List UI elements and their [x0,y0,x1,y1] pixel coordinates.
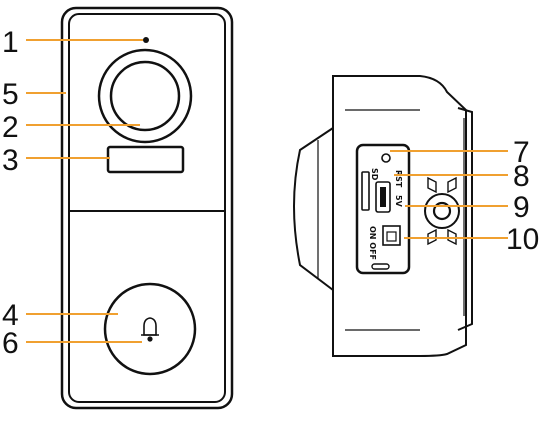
port-panel [355,143,411,275]
front-view [60,6,234,410]
mount-bracket [457,107,473,331]
front-panel [68,13,226,403]
label-on-off: ON OFF [368,226,377,260]
front-leader-lines [26,39,143,343]
outer-housing [60,6,234,410]
callout-6: 6 [2,327,19,360]
label-sd: SD [370,168,379,181]
side-view [293,75,473,357]
sd-slot [361,171,370,211]
power-switch [382,225,401,246]
side-front-bulge [293,127,334,291]
callout-3: 3 [2,144,19,177]
callout-2: 2 [2,111,19,144]
callout-9: 9 [513,191,530,224]
indicator-dot [143,37,149,43]
side-leader-lines [390,150,508,239]
reset-button [381,153,391,163]
side-body [332,75,467,357]
mount-hole-inner [432,201,452,221]
usb-port [375,181,391,213]
callout-7: 7 [513,136,530,169]
callout-8: 8 [513,160,530,193]
callout-1: 1 [2,26,19,59]
speaker-slot [371,263,390,270]
label-rst: RST [394,170,403,188]
camera-lens [109,60,181,132]
mount-hole-outer [424,193,460,229]
callout-4: 4 [2,299,19,332]
callout-5: 5 [2,78,19,111]
label-5v: 5V [394,195,403,208]
call-button [103,282,197,376]
pir-sensor [106,145,185,174]
bell-icon [141,317,159,342]
camera-ring [97,48,193,144]
callout-10: 10 [506,223,539,256]
